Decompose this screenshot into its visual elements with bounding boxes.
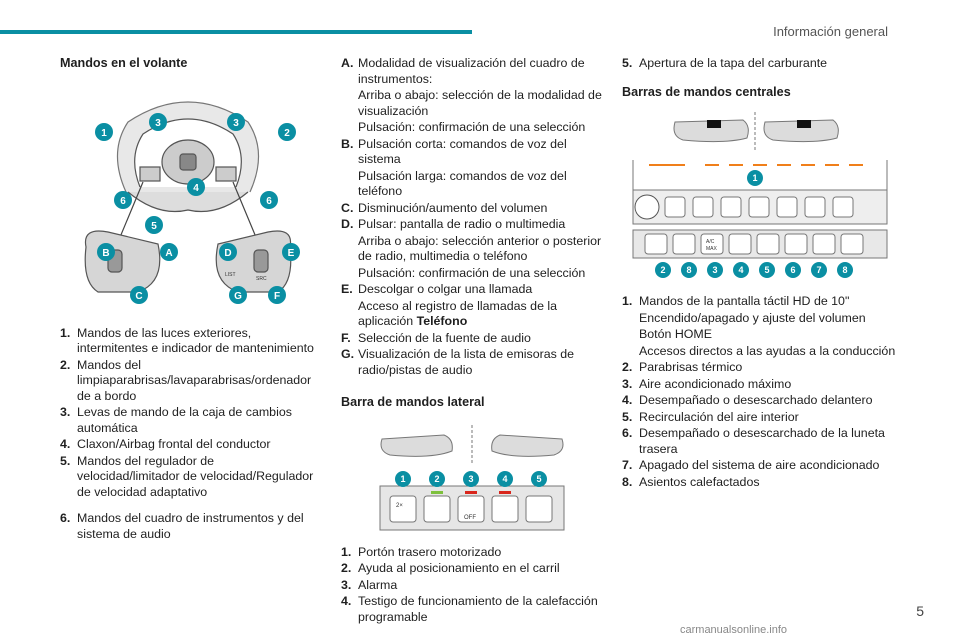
central-callout-7: 7 xyxy=(816,265,821,275)
steering-wheel-figure: LIST SRC 1 3 3 2 4 6 6 5 B A D E C G F xyxy=(84,100,300,304)
list-item: 6.Desempañado o desescarchado de la lune… xyxy=(622,426,885,456)
letter-list: A.Modalidad de visualización del cuadro … xyxy=(341,56,603,378)
steering-title: Mandos en el volante xyxy=(60,56,188,70)
lateral-callout-4: 4 xyxy=(502,474,507,484)
central-callout-8a: 8 xyxy=(686,265,691,275)
list-item: A.Modalidad de visualización del cuadro … xyxy=(341,56,585,86)
list-item: Pulsación: confirmación de una selección xyxy=(358,265,586,280)
central-title: Barras de mandos centrales xyxy=(622,84,791,99)
callout-6b: 6 xyxy=(266,196,272,207)
watermark: carmanualsonline.info xyxy=(680,624,788,636)
lateral-callout-5: 5 xyxy=(536,474,541,484)
callout-D: D xyxy=(224,248,231,259)
x2-label: 2× xyxy=(396,503,403,509)
column-steering-controls: Mandos en el volante LIST SRC xyxy=(60,56,315,543)
list-item: 3.Levas de mando de la caja de cambios a… xyxy=(60,405,292,435)
central-bar-figure: A/C MAX 1 2 8 3 4 5 6 7 8 xyxy=(632,112,887,278)
central-callout-1: 1 xyxy=(752,173,757,183)
central-list: 1.Mandos de la pantalla táctil HD de 10"… xyxy=(622,294,897,490)
wheel-callouts xyxy=(94,112,300,304)
lateral-callout-2: 2 xyxy=(434,474,439,484)
central-callout-5: 5 xyxy=(764,265,769,275)
list-item: Accesos directos a las ayudas a la condu… xyxy=(639,343,896,358)
list-item: 5.Recirculación del aire interior xyxy=(622,409,799,424)
callout-6a: 6 xyxy=(120,196,126,207)
list-item: 8.Asientos calefactados xyxy=(622,474,760,489)
list-item: E.Descolgar o colgar una llamada xyxy=(341,282,533,296)
telefono-bold: Teléfono xyxy=(416,314,468,328)
callout-3b: 3 xyxy=(233,118,239,129)
list-item: Arriba o abajo: selección de la modalida… xyxy=(358,88,602,118)
list-item: 2.Mandos del limpiaparabrisas/lavaparabr… xyxy=(60,357,312,403)
list-item: Arriba o abajo: selección anterior o pos… xyxy=(358,233,602,264)
list-item: 2.Parabrisas térmico xyxy=(622,360,743,374)
list-item: F.Selección de la fuente de audio xyxy=(341,330,531,345)
callout-E: E xyxy=(287,248,294,259)
list-item: D.Pulsar: pantalla de radio o multimedia xyxy=(341,217,566,231)
list-item: 5.Apertura de la tapa del carburante xyxy=(622,56,828,70)
list-item: G.Visualización de la lista de emisoras … xyxy=(341,347,575,377)
list-item: 4.Testigo de funcionamiento de la calefa… xyxy=(341,594,598,624)
list-item: 7.Apagado del sistema de aire acondicion… xyxy=(622,458,880,472)
central-callout-4: 4 xyxy=(738,265,743,275)
page-number: 5 xyxy=(916,603,924,619)
steering-list: 1.Mandos de las luces exteriores, interm… xyxy=(60,326,315,543)
list-item: 2.Ayuda al posicionamiento en el carril xyxy=(341,561,560,575)
list-item: 3.Aire acondicionado máximo xyxy=(622,376,792,391)
list-item: 4.Claxon/Airbag frontal del conductor xyxy=(60,437,271,451)
central-callouts xyxy=(654,170,853,278)
callout-F: F xyxy=(273,291,279,302)
column-steering-descriptions: A.Modalidad de visualización del cuadro … xyxy=(341,56,603,626)
max-label: MAX xyxy=(706,246,718,252)
list-item: 5.Mandos del regulador de velocidad/limi… xyxy=(60,453,314,499)
list-item: Botón HOME xyxy=(639,327,712,341)
callout-G: G xyxy=(234,291,242,302)
central-callout-3: 3 xyxy=(712,265,717,275)
callout-A: A xyxy=(165,248,172,259)
header-accent-bar xyxy=(0,30,472,34)
column-central-controls: 5.Apertura de la tapa del carburante Bar… xyxy=(622,56,897,491)
list-item: Acceso al registro de llamadas de la apl… xyxy=(358,298,558,329)
list-item: Encendido/apagado y ajuste del volumen xyxy=(639,310,866,325)
lateral-callout-1: 1 xyxy=(400,474,405,484)
lateral-title: Barra de mandos lateral xyxy=(341,395,485,409)
list-item: 4.Desempañado o desescarchado delantero xyxy=(622,393,873,407)
callout-2: 2 xyxy=(284,128,290,139)
list-item: 3.Alarma xyxy=(341,577,398,592)
callout-5: 5 xyxy=(151,221,157,232)
list-item: 1.Portón trasero motorizado xyxy=(341,544,502,559)
off-label: OFF xyxy=(464,515,476,521)
lateral-list: 1.Portón trasero motorizado 2.Ayuda al p… xyxy=(341,545,603,626)
callout-1: 1 xyxy=(101,128,107,139)
list-item: B.Pulsación corta: comandos de voz del s… xyxy=(341,136,567,167)
list-item: 1.Mandos de la pantalla táctil HD de 10" xyxy=(622,294,850,308)
section-title: Información general xyxy=(773,24,888,39)
callout-B: B xyxy=(102,248,109,259)
central-callout-8b: 8 xyxy=(842,265,847,275)
list-item: Pulsación: confirmación de una selección xyxy=(358,120,586,134)
list-item: 6.Mandos del cuadro de instrumentos y de… xyxy=(60,511,304,541)
list-item: C.Disminución/aumento del volumen xyxy=(341,200,548,215)
callout-3a: 3 xyxy=(155,118,161,129)
ac-label: A/C xyxy=(706,239,715,245)
lateral-callouts xyxy=(395,470,547,487)
list-item: 1.Mandos de las luces exteriores, interm… xyxy=(60,325,314,356)
callout-C: C xyxy=(135,291,142,302)
central-callout-6: 6 xyxy=(790,265,795,275)
lateral-bar-figure: 2× OFF 1 2 3 4 5 xyxy=(379,424,565,530)
list-key-label: LIST xyxy=(225,272,236,278)
lateral-callout-3: 3 xyxy=(468,474,473,484)
central-callout-2: 2 xyxy=(660,265,665,275)
callout-4: 4 xyxy=(193,183,199,194)
src-key-label: SRC xyxy=(256,276,267,282)
list-item: Pulsación larga: comandos de voz del tel… xyxy=(358,168,567,199)
